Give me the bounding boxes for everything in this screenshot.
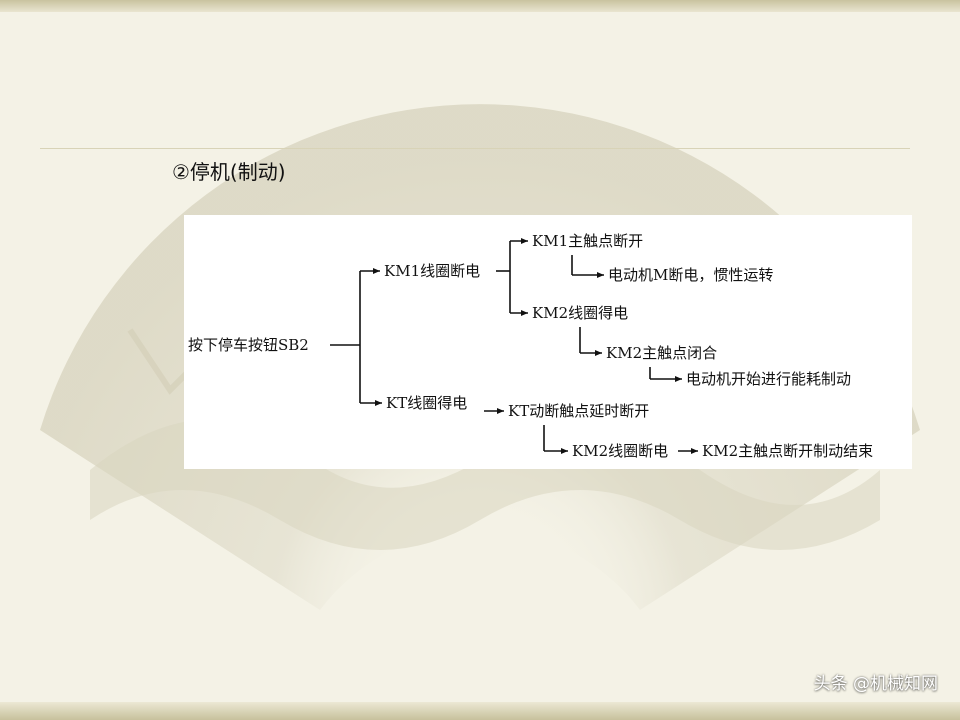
title-divider-line [40, 148, 910, 149]
node-press-stop-button: 按下停车按钮SB2 [188, 336, 309, 354]
bottom-decor-band [0, 702, 960, 720]
node-km2-main-contact-close: KM2主触点闭合 [606, 344, 718, 362]
diagram-connectors [330, 238, 698, 454]
node-km2-coil-on: KM2线圈得电 [532, 304, 629, 322]
flow-diagram: 按下停车按钮SB2 KM1线圈断电 KM1主触点断开 电动机M断电，惯性运转 K… [184, 215, 912, 469]
node-km2-main-open-braking-end: KM2主触点断开制动结束 [702, 442, 874, 460]
node-km1-coil-off: KM1线圈断电 [384, 262, 481, 280]
slide-title: ②停机(制动) [172, 160, 286, 184]
watermark: 头条 @机械知网 [813, 674, 938, 694]
node-motor-off-inertia: 电动机M断电，惯性运转 [608, 266, 774, 284]
node-kt-coil-on: KT线圈得电 [386, 394, 468, 412]
node-km1-main-contact-open: KM1主触点断开 [532, 232, 644, 250]
node-kt-delay-open: KT动断触点延时断开 [508, 402, 650, 420]
node-km2-coil-off: KM2线圈断电 [572, 442, 669, 460]
node-motor-braking: 电动机开始进行能耗制动 [686, 370, 852, 388]
top-decor-band [0, 0, 960, 12]
